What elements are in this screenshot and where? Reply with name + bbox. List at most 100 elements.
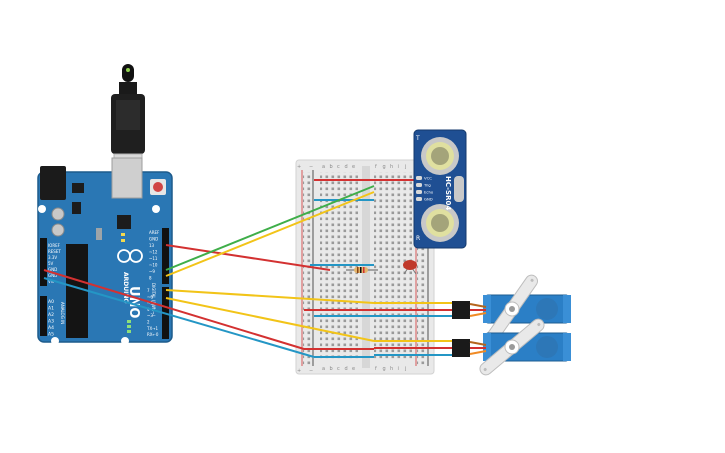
digital-pin-label: ~11 bbox=[149, 256, 158, 261]
breadboard-column-label: c bbox=[337, 164, 340, 170]
breadboard-column-label: f bbox=[375, 164, 377, 170]
breadboard-column-label: i bbox=[398, 366, 399, 372]
rail-right-holes[interactable] bbox=[417, 172, 427, 366]
power-pin-label: 3.3V bbox=[48, 255, 57, 260]
breadboard-column-label: a bbox=[322, 366, 325, 372]
breadboard-column-label: g bbox=[383, 164, 386, 170]
led-red[interactable] bbox=[403, 260, 417, 275]
digital-pin-label: 7 bbox=[147, 288, 150, 293]
breadboard-column-label: b bbox=[330, 366, 333, 372]
digital-pin-label: GND bbox=[149, 237, 158, 242]
breadboard-jumpers[interactable] bbox=[304, 179, 414, 358]
servo-signal-jumpers[interactable] bbox=[374, 302, 452, 356]
digital-pin-label: ~9 bbox=[149, 269, 155, 274]
servo-motor-top[interactable] bbox=[483, 273, 571, 345]
transducer-echo bbox=[421, 204, 459, 242]
breadboard-column-label: f bbox=[375, 366, 377, 372]
digital-pin-label: ~10 bbox=[149, 263, 158, 268]
servo-connector-top[interactable] bbox=[452, 301, 487, 319]
breadboard-column-label: d bbox=[345, 164, 348, 170]
board-brand: ARDUINO bbox=[122, 272, 129, 303]
analog-pin-label: A0 bbox=[48, 299, 54, 305]
power-jack[interactable] bbox=[40, 166, 66, 200]
digital-pin-label: TX→1 bbox=[146, 326, 159, 331]
rail-minus-label-top: − bbox=[309, 164, 313, 170]
analog-header[interactable] bbox=[40, 296, 47, 336]
digital-section-label: DIGITAL (PWM~) bbox=[151, 283, 156, 317]
wire-pin9-to-sensor[interactable] bbox=[165, 185, 375, 271]
wire-pin6-to-servo[interactable] bbox=[165, 297, 375, 342]
sensor-pin-label: Echo bbox=[424, 190, 434, 195]
sensor-pin[interactable] bbox=[416, 190, 422, 194]
wire-pin8-to-sensor[interactable] bbox=[165, 191, 375, 277]
sensor-crystal bbox=[454, 176, 464, 202]
breadboard-column-label: i bbox=[398, 164, 399, 170]
analog-pin-label: A3 bbox=[48, 319, 54, 325]
digital-pin-label: AREF bbox=[149, 230, 160, 235]
microcontroller-chip bbox=[66, 244, 88, 338]
rail-left-holes[interactable] bbox=[303, 172, 312, 366]
onboard-leds bbox=[121, 233, 131, 333]
power-header[interactable] bbox=[40, 238, 47, 286]
breadboard-column-label: j bbox=[404, 366, 406, 372]
rail-plus-label-top: + bbox=[297, 164, 301, 170]
digital-pin-label: ~3 bbox=[147, 313, 153, 318]
breadboard-column-label: h bbox=[390, 366, 393, 372]
sensor-pin-label: Trig bbox=[423, 183, 431, 188]
power-pin-label: Vin bbox=[48, 279, 55, 284]
wire-gnd-to-resistor[interactable] bbox=[165, 244, 331, 271]
digital-pin-label: 2 bbox=[147, 320, 150, 325]
arduino-logo-icon bbox=[117, 249, 143, 263]
breadboard-column-label: j bbox=[404, 164, 406, 170]
analog-pin-label: A5 bbox=[48, 332, 54, 338]
analog-section-label: ANALOG IN bbox=[60, 302, 65, 324]
digital-pin-label: ~12 bbox=[149, 250, 158, 255]
breadboard-column-label: c bbox=[337, 366, 340, 372]
servo-connector-bottom[interactable] bbox=[452, 339, 487, 357]
sensor-pin[interactable] bbox=[416, 183, 422, 187]
reset-button-cap[interactable] bbox=[153, 182, 163, 192]
power-pin-label: GND bbox=[48, 273, 57, 278]
rail-plus-label-bottom: + bbox=[297, 368, 301, 374]
sensor-name: HC-SR04 bbox=[444, 176, 452, 210]
sensor-mark-r: R bbox=[416, 235, 420, 242]
rail-minus-label-bottom: − bbox=[309, 368, 313, 374]
analog-pin-label: A2 bbox=[48, 312, 54, 318]
sensor-pin[interactable] bbox=[416, 176, 422, 180]
power-pin-label: GND bbox=[48, 267, 57, 272]
analog-pin-label: A1 bbox=[48, 306, 54, 312]
wire-gnd-to-rail[interactable] bbox=[43, 277, 315, 358]
analog-pin-label: A4 bbox=[48, 325, 54, 331]
digital-pin-label: RX←0 bbox=[147, 332, 159, 337]
sensor-mark-t: T bbox=[415, 135, 420, 142]
resistor[interactable] bbox=[346, 267, 378, 273]
digital-pin-label: ~6 bbox=[147, 294, 153, 299]
power-pin-label: 5V bbox=[48, 261, 54, 266]
digital-header-top[interactable] bbox=[162, 228, 169, 284]
servo-motor-bottom[interactable] bbox=[478, 317, 571, 378]
breadboard-column-label: b bbox=[330, 164, 333, 170]
breadboard-column-label: e bbox=[352, 366, 355, 372]
power-pin-label: RESET bbox=[48, 249, 61, 254]
transducer-trig bbox=[421, 137, 459, 175]
breadboard-column-label: e bbox=[352, 164, 355, 170]
breadboard-column-label: d bbox=[345, 366, 348, 372]
wire-pin7-to-servo[interactable] bbox=[165, 289, 375, 304]
board-model-name: UNO bbox=[126, 286, 141, 319]
sensor-pin-label: GND bbox=[424, 197, 433, 202]
arduino-wires[interactable] bbox=[43, 185, 375, 358]
wire-5v-to-rail[interactable] bbox=[43, 269, 305, 350]
digital-pin-label: 13 bbox=[149, 243, 155, 248]
breadboard-column-label: h bbox=[390, 164, 393, 170]
breadboard-column-label: g bbox=[383, 366, 386, 372]
sensor-pin[interactable] bbox=[416, 197, 422, 201]
